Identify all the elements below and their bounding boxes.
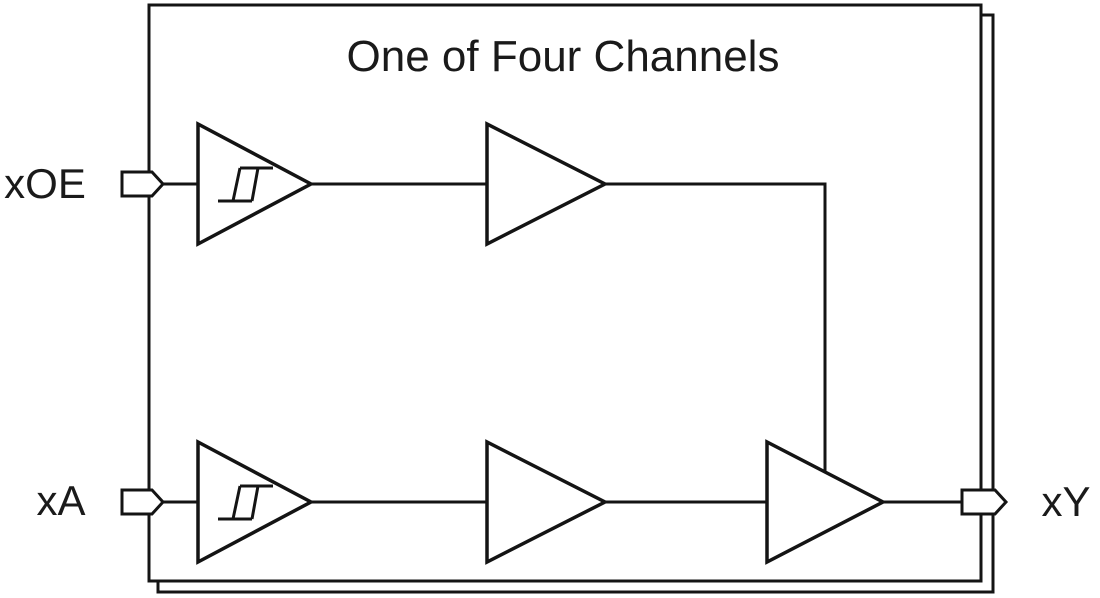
buffer-bottom-icon	[485, 439, 609, 565]
buffer-triangle	[485, 439, 609, 565]
port-label-xa: xA	[36, 477, 86, 524]
hysteresis-icon	[218, 166, 273, 203]
schmitt-trigger-buffer-top-icon	[196, 121, 315, 247]
wire-buffer-to-enable	[605, 182, 827, 473]
buffer-triangle	[485, 121, 609, 247]
port-label-xoe: xOE	[4, 160, 86, 207]
input-pin-xa-icon	[120, 488, 166, 516]
port-label-xy: xY	[1041, 478, 1091, 525]
buffer-triangle	[765, 439, 887, 565]
schmitt-trigger-buffer-bottom-icon	[196, 439, 315, 565]
input-pin-xoe-icon	[120, 170, 166, 198]
output-buffer-icon	[765, 439, 887, 565]
hysteresis-icon	[218, 484, 273, 521]
diagram-title: One of Four Channels	[346, 32, 780, 81]
output-pin-xy-icon	[960, 488, 1009, 516]
buffer-top-icon	[485, 121, 609, 247]
